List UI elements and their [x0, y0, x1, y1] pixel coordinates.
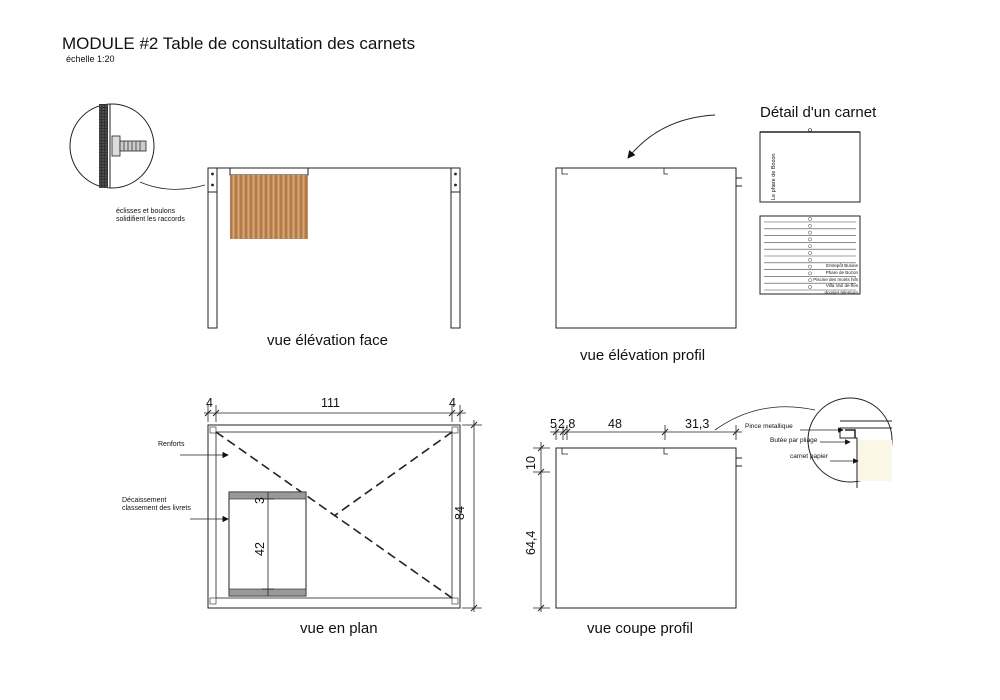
list-ring: [808, 237, 812, 242]
joint-detail: [69, 103, 206, 190]
dim-plan-slot-len: 42: [253, 542, 267, 556]
list-ring: [808, 278, 812, 283]
list-label-2: Phare de Bozon: [825, 270, 858, 275]
list-ring: [808, 285, 812, 289]
dim-section-d: 31,3: [685, 417, 710, 431]
pince-label: Pince metallique: [745, 423, 793, 430]
list-ring: [808, 217, 812, 221]
list-ring: [808, 264, 812, 269]
list-ring: [808, 230, 812, 235]
plan-view: [180, 405, 482, 612]
page-title: MODULE #2 Table de consultation des carn…: [62, 34, 416, 53]
decaissement-line2: classement des livrets: [122, 505, 191, 512]
list-label-5: doosier telemurn: [824, 290, 858, 295]
scale-label: échelle 1:20: [66, 54, 115, 64]
side-view-label: vue élévation profil: [580, 347, 706, 364]
dim-plan-left: 4: [206, 396, 213, 410]
list-label-3: Piscine des monts hifs: [813, 277, 858, 282]
dim-plan-width: 111: [321, 396, 341, 410]
joint-note-line2: solidifient les raccords: [116, 216, 185, 223]
carnet-spine-text: Le phare de Bozon: [771, 153, 777, 200]
front-elevation: [207, 167, 461, 329]
carnet-list-lines: [764, 217, 856, 291]
dim-section-b: 2,8: [558, 417, 576, 431]
dim-plan-depth: 84: [453, 506, 467, 520]
list-label-4: Villa Vari de-fles: [825, 283, 858, 288]
carnet-detail-title: Détail d'un carnet: [760, 104, 877, 121]
list-ring: [808, 223, 812, 228]
list-ring: [808, 271, 812, 276]
front-view-label: vue élévation face: [267, 332, 388, 349]
list-label-1: Entrepôt Busine: [825, 263, 858, 268]
joint-note: éclisses et boulons solidifient les racc…: [116, 208, 185, 224]
dim-section-a: 5: [550, 417, 557, 431]
decaissement-line1: Décaissement: [122, 497, 167, 504]
dim-section-top: 10: [524, 456, 538, 470]
section-view-label: vue coupe profil: [587, 620, 693, 637]
carnet-label: carnet papier: [790, 453, 828, 460]
list-ring: [808, 244, 812, 249]
decaissement-note: Décaissement classement des livrets: [122, 497, 191, 513]
butee-label: Butée par pliage: [770, 437, 818, 444]
renforts-label: Renforts: [158, 441, 185, 448]
list-ring: [808, 257, 812, 262]
side-elevation: [555, 114, 742, 329]
section-view: [533, 397, 893, 612]
joint-note-line1: éclisses et boulons: [116, 208, 176, 215]
plan-view-label: vue en plan: [300, 620, 378, 637]
dim-plan-slot-gap: 3: [253, 497, 267, 504]
list-ring: [808, 251, 812, 255]
dim-section-c: 48: [608, 417, 622, 431]
dim-section-height: 64,4: [524, 530, 538, 555]
dim-plan-right: 4: [449, 396, 456, 410]
